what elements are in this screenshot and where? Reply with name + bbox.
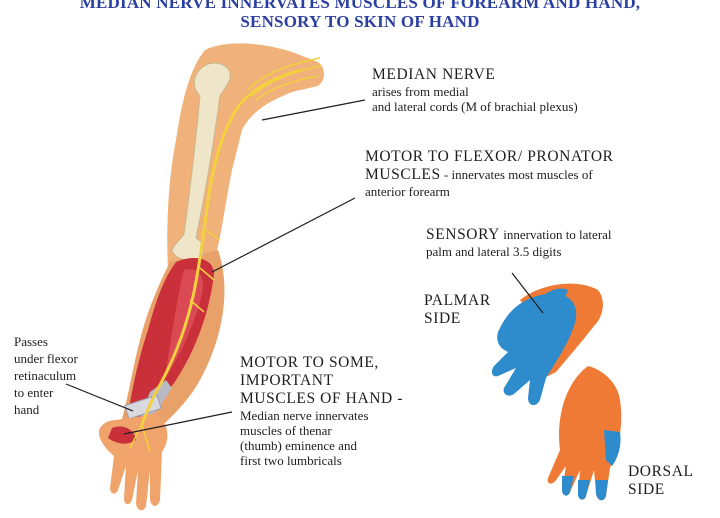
pointer-median-nerve [261, 99, 366, 121]
passes-line-5: hand [14, 402, 40, 417]
label-passes-retinaculum: Passes under flexor retinaculum to enter… [14, 333, 78, 418]
label-median-nerve: MEDIAN NERVE arises from medial and late… [372, 66, 578, 114]
passes-line-4: to enter [14, 385, 54, 400]
median-nerve-line [140, 68, 303, 425]
hand-skin [98, 414, 168, 511]
median-nerve-line-2: and lateral cords (M of brachial plexus) [372, 99, 578, 114]
palmar-thumb [538, 288, 568, 310]
dorsal-fingertips-blue [562, 430, 621, 501]
pointer-passes [65, 383, 134, 412]
median-nerve-heading: MEDIAN NERVE [372, 66, 496, 83]
palmar-hand-blue-area [491, 293, 577, 406]
label-palmar-side: PALMAR SIDE [424, 292, 491, 328]
pointer-motor-hand [123, 411, 233, 435]
motor-hand-line-2: muscles of thenar [240, 423, 332, 438]
dorsal-line-2: SIDE [628, 481, 665, 498]
label-motor-flexor: MOTOR TO FLEXOR/ PRONATOR MUSCLES - inne… [365, 148, 614, 199]
passes-line-1: Passes [14, 334, 48, 349]
dorsal-hand-orange-area [547, 366, 622, 501]
palmar-hand-illustration [491, 283, 603, 406]
dorsal-hand-illustration [547, 366, 622, 501]
palmar-line-1: PALMAR [424, 292, 491, 309]
motor-hand-heading-1: MOTOR TO SOME, [240, 354, 379, 371]
motor-flexor-heading-1: MOTOR TO FLEXOR/ PRONATOR [365, 148, 614, 165]
palmar-line-2: SIDE [424, 310, 461, 327]
arm-illustration [98, 43, 324, 511]
label-sensory: SENSORY innervation to lateral palm and … [426, 226, 612, 259]
median-nerve-line-1: arises from medial [372, 84, 469, 99]
motor-flexor-text-1: - innervates most muscles of [440, 167, 593, 182]
title-line-1: MEDIAN NERVE INNERVATES MUSCLES OF FOREA… [79, 0, 641, 12]
sensory-text-1: innervation to lateral [499, 227, 612, 242]
brachial-plexus-fibers [247, 57, 323, 101]
motor-hand-line-3: (thumb) eminence and [240, 438, 357, 453]
dorsal-line-1: DORSAL [628, 463, 694, 480]
label-motor-hand: MOTOR TO SOME, IMPORTANT MUSCLES OF HAND… [240, 354, 403, 468]
label-dorsal-side: DORSAL SIDE [628, 463, 694, 499]
motor-hand-heading-2: IMPORTANT [240, 372, 334, 389]
motor-flexor-heading-2: MUSCLES [365, 166, 441, 183]
median-nerve-branches [129, 229, 221, 453]
motor-hand-heading-3: MUSCLES OF HAND - [240, 390, 404, 407]
sensory-heading: SENSORY [426, 226, 500, 243]
diagram-title: MEDIAN NERVE INNERVATES MUSCLES OF FOREA… [0, 0, 720, 31]
pointer-motor-flexor [211, 197, 356, 273]
passes-line-3: retinaculum [14, 368, 77, 383]
motor-flexor-text-2: anterior forearm [365, 184, 450, 199]
sensory-text-2: palm and lateral 3.5 digits [426, 244, 562, 259]
title-line-2: SENSORY TO SKIN OF HAND [240, 12, 480, 31]
passes-line-2: under flexor [14, 351, 78, 366]
thenar-muscle [108, 426, 136, 444]
motor-hand-line-1: Median nerve innervates [240, 408, 369, 423]
pointer-sensory [511, 272, 544, 314]
motor-hand-line-4: first two lumbricals [240, 453, 342, 468]
